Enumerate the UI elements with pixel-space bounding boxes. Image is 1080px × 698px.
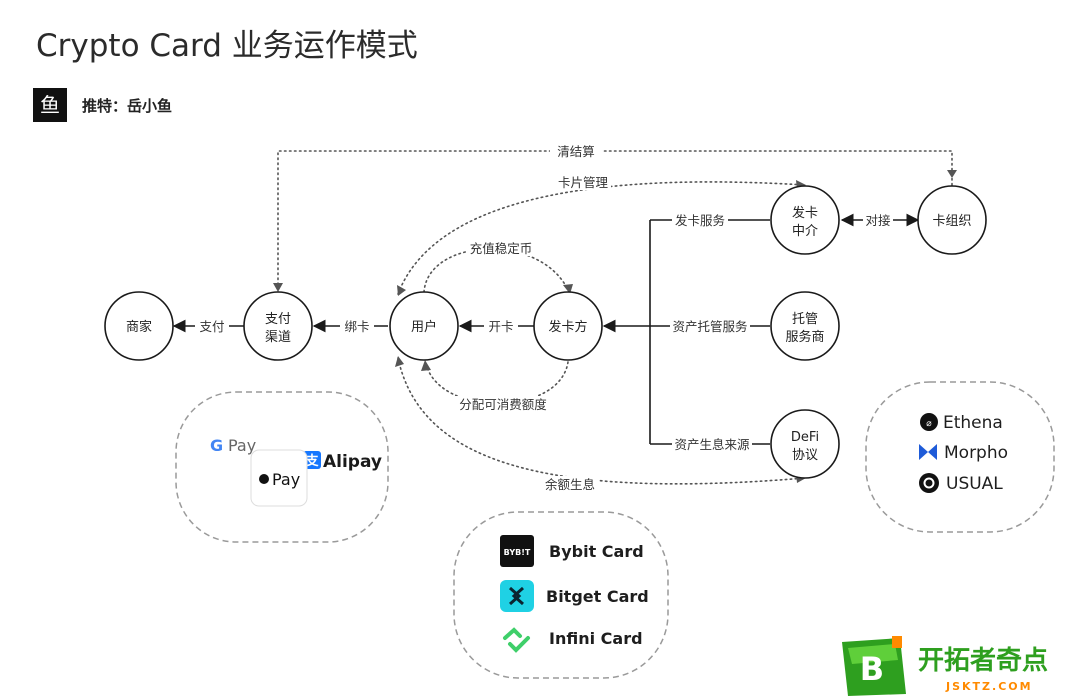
edge-card-management xyxy=(397,181,806,295)
bybit-card-item: BYB!T Bybit Card xyxy=(500,535,644,567)
alipay-logo: 支 Alipay xyxy=(303,451,382,472)
node-card-org: 卡组织 xyxy=(917,185,987,255)
edge-settlement xyxy=(277,150,953,289)
svg-text:⌀: ⌀ xyxy=(926,419,932,429)
node-custodian-line2: 服务商 xyxy=(785,329,824,345)
node-card-org-label: 卡组织 xyxy=(932,214,971,229)
node-issuer: 发卡方 xyxy=(533,291,603,361)
node-intermediary-line2: 中介 xyxy=(792,224,818,239)
card-brands-group: BYB!T Bybit Card Bitget Card Infini Card xyxy=(453,511,669,679)
apple-pay-logo: Pay xyxy=(250,449,308,507)
usual-icon xyxy=(919,473,939,493)
node-payment-channel-line1: 支付 xyxy=(265,312,291,327)
watermark-url: JSKTZ.COM xyxy=(945,680,1033,693)
edge-label-top-up: 充值稳定币 xyxy=(470,241,533,256)
bybit-icon: BYB!T xyxy=(504,548,531,557)
infini-card-label: Infini Card xyxy=(549,629,643,648)
bybit-card-label: Bybit Card xyxy=(549,542,644,561)
node-merchant-label: 商家 xyxy=(126,319,152,335)
node-custodian: 托管 服务商 xyxy=(770,291,840,361)
node-defi: DeFi 协议 xyxy=(770,409,840,479)
edge-label-issuing-service: 发卡服务 xyxy=(675,213,725,228)
bitget-card-item: Bitget Card xyxy=(500,580,649,612)
edge-label-binding: 绑卡 xyxy=(344,319,369,334)
alipay-label: Alipay xyxy=(323,452,382,472)
morpho-item: Morpho xyxy=(919,443,1008,463)
edge-label-card-management: 卡片管理 xyxy=(558,175,609,190)
apple-pay-label: Pay xyxy=(272,470,300,489)
svg-text:支: 支 xyxy=(304,453,319,469)
page-title: Crypto Card 业务运作模式 xyxy=(36,28,418,64)
author-avatar xyxy=(33,88,67,122)
edge-label-settlement: 清结算 xyxy=(557,144,595,159)
author-avatar-char: 鱼 xyxy=(40,93,60,117)
edge-label-allocate-limit: 分配可消费额度 xyxy=(459,397,547,412)
watermark: B 开拓者奇点 JSKTZ.COM xyxy=(842,636,1048,696)
svg-text:G: G xyxy=(210,436,223,455)
morpho-icon xyxy=(919,444,937,460)
infini-icon xyxy=(503,627,530,653)
edge-label-balance-yield: 余额生息 xyxy=(545,477,595,492)
edge-label-open-card: 开卡 xyxy=(488,319,513,334)
edge-top-up xyxy=(423,248,569,293)
usual-item: USUAL xyxy=(919,473,1003,494)
ethena-item: ⌀ Ethena xyxy=(920,413,1003,433)
node-merchant: 商家 xyxy=(104,291,174,361)
node-payment-channel: 支付 渠道 xyxy=(243,291,313,361)
node-custodian-line1: 托管 xyxy=(792,312,818,327)
usual-label: USUAL xyxy=(946,474,1003,494)
google-pay-label: Pay xyxy=(228,436,256,455)
ethena-icon xyxy=(920,413,938,431)
author-info: 鱼 推特：岳小鱼 xyxy=(33,88,172,122)
payment-brands-group: G Pay 支 Alipay Pay xyxy=(175,391,389,543)
node-issuer-label: 发卡方 xyxy=(548,319,587,335)
edge-label-yield-source: 资产生息来源 xyxy=(674,437,750,452)
node-payment-channel-line2: 渠道 xyxy=(265,330,291,345)
edge-label-docking: 对接 xyxy=(865,213,891,228)
ethena-label: Ethena xyxy=(943,413,1003,433)
node-defi-line2: 协议 xyxy=(792,448,818,463)
node-defi-line1: DeFi xyxy=(791,430,819,445)
watermark-name: 开拓者奇点 xyxy=(918,645,1048,676)
author-label: 推特：岳小鱼 xyxy=(82,97,172,115)
node-intermediary: 发卡 中介 xyxy=(770,185,840,255)
node-user: 用户 xyxy=(389,291,459,361)
google-pay-logo: G Pay xyxy=(210,436,256,455)
node-user-label: 用户 xyxy=(411,319,437,335)
node-intermediary-line1: 发卡 xyxy=(792,205,818,221)
infini-card-item: Infini Card xyxy=(503,627,643,653)
edge-balance-yield xyxy=(397,357,806,485)
watermark-logo-char: B xyxy=(860,650,884,688)
edge-label-custody-service: 资产托管服务 xyxy=(672,319,747,334)
edge-label-payment: 支付 xyxy=(199,319,224,334)
morpho-label: Morpho xyxy=(944,443,1008,463)
bitget-card-label: Bitget Card xyxy=(546,587,649,606)
bitget-icon xyxy=(509,586,524,606)
defi-brands-group: ⌀ Ethena Morpho USUAL xyxy=(865,381,1055,533)
